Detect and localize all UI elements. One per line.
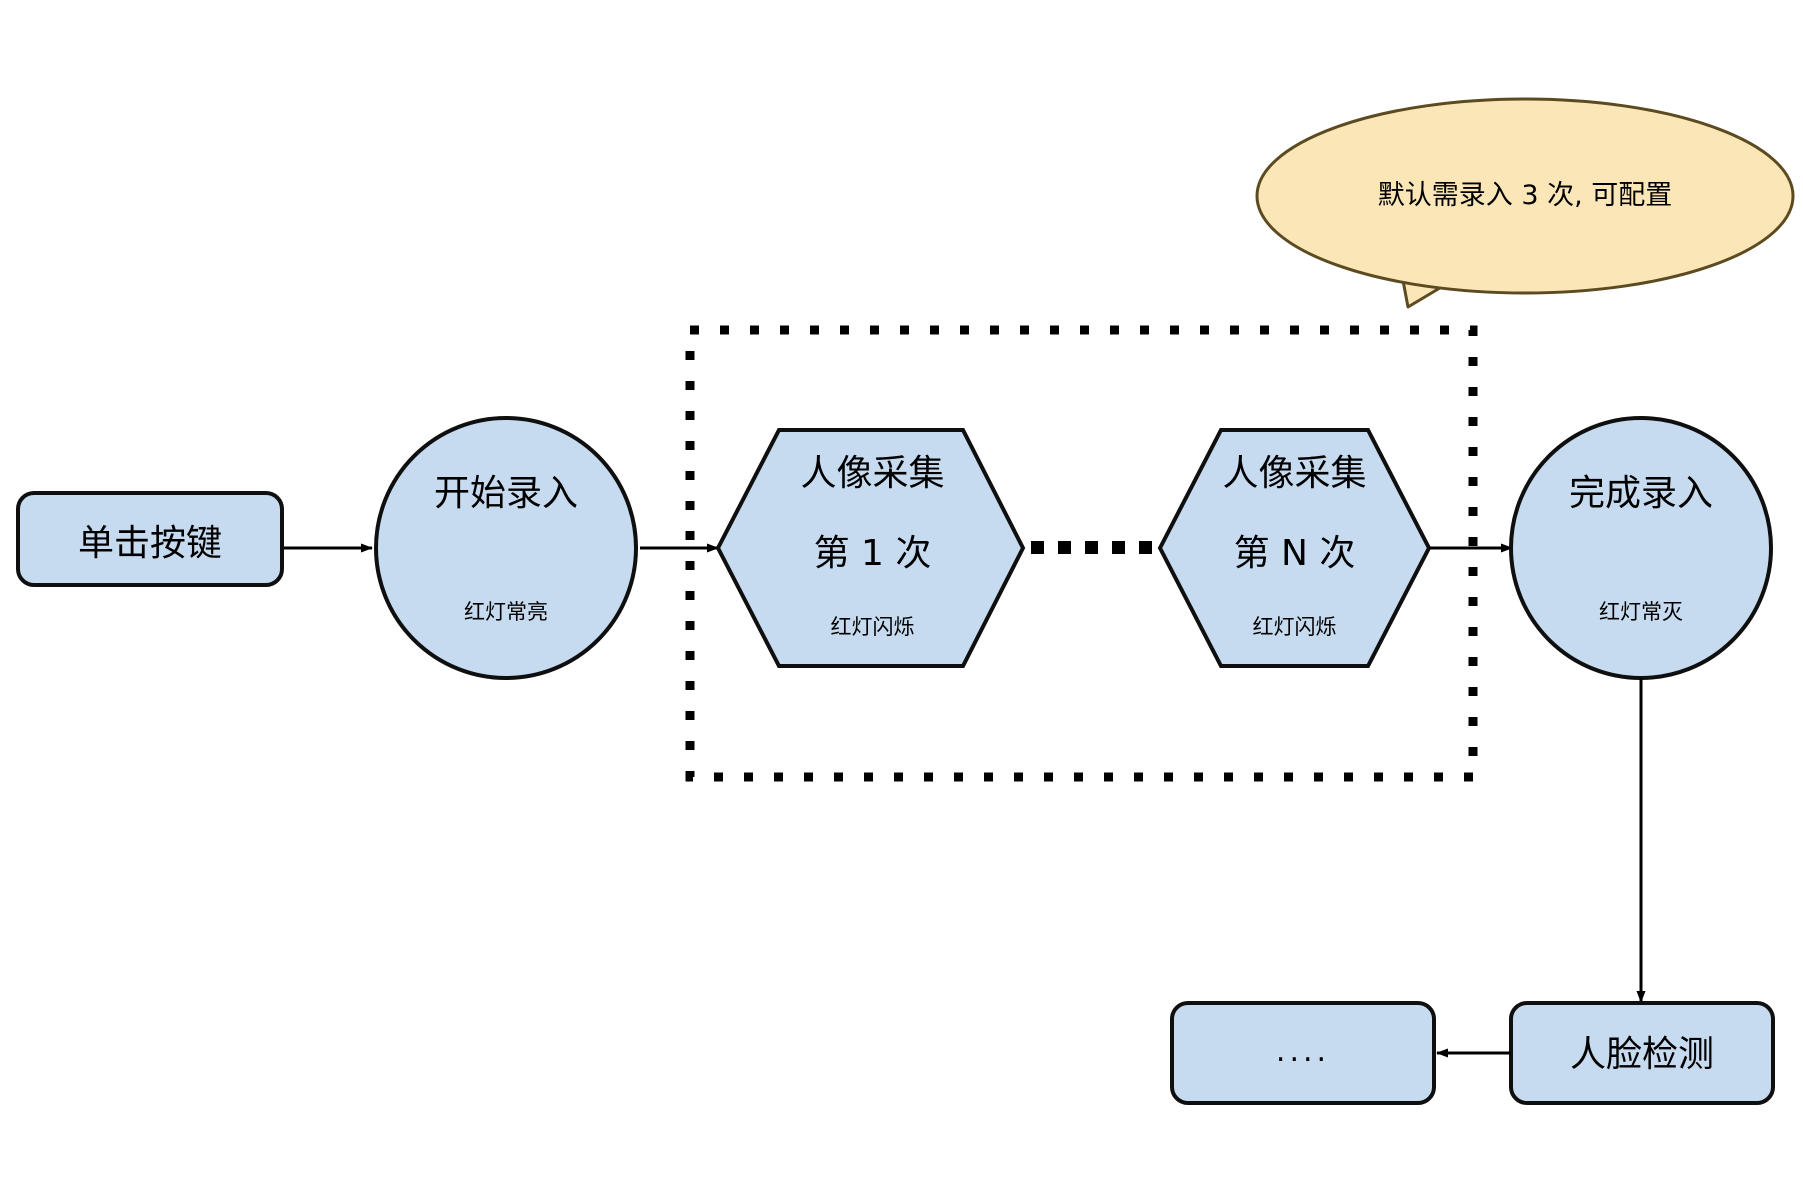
node-more-steps-shape[interactable]: [1170, 1001, 1436, 1105]
node-capture-nth-label-line2: 第 N 次: [1233, 533, 1356, 574]
node-start-enroll-label: 开始录入: [433, 473, 578, 514]
node-capture-first-label-line2: 第 1 次: [813, 533, 932, 574]
callout-bubble-text: 默认需录入 3 次, 可配置: [1377, 180, 1673, 211]
node-finish-enroll-sublabel: 红灯常灭: [1599, 600, 1683, 624]
node-click-button-label: 单击按键: [77, 523, 222, 564]
node-capture-first-label-line1: 人像采集: [800, 453, 945, 494]
node-finish-enroll-label: 完成录入: [1568, 473, 1713, 514]
node-click-button-shape[interactable]: [16, 491, 284, 587]
node-capture-first-shape[interactable]: [715, 428, 1026, 668]
node-start-enroll-sublabel: 红灯常亮: [464, 600, 548, 624]
repeat-ellipsis-dots: [1031, 541, 1152, 554]
node-capture-nth-label-line1: 人像采集: [1222, 453, 1367, 494]
node-start-enroll-shape[interactable]: [374, 416, 638, 680]
callout-bubble-shape: [1255, 97, 1795, 295]
loop-group-dotted-box: [685, 325, 1478, 782]
node-face-detect-label: 人脸检测: [1569, 1034, 1714, 1075]
node-capture-first-sublabel: 红灯闪烁: [830, 615, 915, 639]
node-capture-nth-sublabel: 红灯闪烁: [1252, 615, 1337, 639]
node-more-steps-label: ....: [1275, 1034, 1331, 1069]
